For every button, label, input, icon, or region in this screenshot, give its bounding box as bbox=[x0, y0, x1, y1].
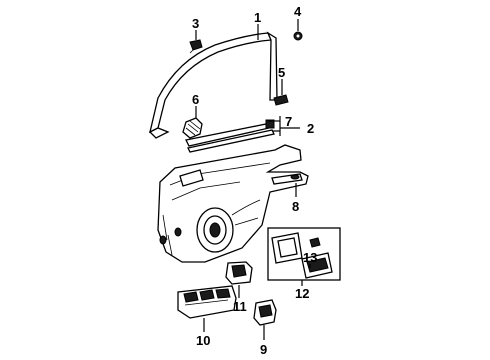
callout-4: 4 bbox=[294, 4, 302, 19]
switch-bezel-part-12 bbox=[267, 227, 341, 281]
mirror-cover-part-6 bbox=[182, 117, 203, 139]
callout-1: 1 bbox=[254, 10, 261, 25]
callout-3: 3 bbox=[192, 16, 199, 31]
callout-12: 12 bbox=[295, 286, 309, 301]
retainer-part-5 bbox=[273, 94, 289, 106]
callout-8: 8 bbox=[292, 199, 299, 214]
callout-10: 10 bbox=[196, 333, 210, 348]
callout-7: 7 bbox=[285, 114, 292, 129]
door-trim-panel bbox=[157, 144, 309, 263]
window-switch-part-10 bbox=[177, 285, 237, 319]
callout-11: 11 bbox=[233, 299, 247, 314]
weatherstrip-frame bbox=[148, 31, 278, 139]
clip-part-3 bbox=[189, 39, 203, 54]
callout-2: 2 bbox=[307, 121, 314, 136]
callout-6: 6 bbox=[192, 92, 199, 107]
callout-9: 9 bbox=[260, 342, 267, 357]
switch-part-9 bbox=[253, 299, 277, 326]
callout-5: 5 bbox=[278, 65, 285, 80]
belt-molding-part-7 bbox=[185, 119, 275, 153]
fastener-part-4 bbox=[293, 31, 303, 41]
leader-lines bbox=[195, 19, 311, 340]
callout-labels: 1 2 3 4 5 6 7 8 9 10 11 12 13 bbox=[192, 4, 317, 357]
switch-part-11 bbox=[225, 261, 253, 285]
callout-13: 13 bbox=[303, 250, 317, 265]
